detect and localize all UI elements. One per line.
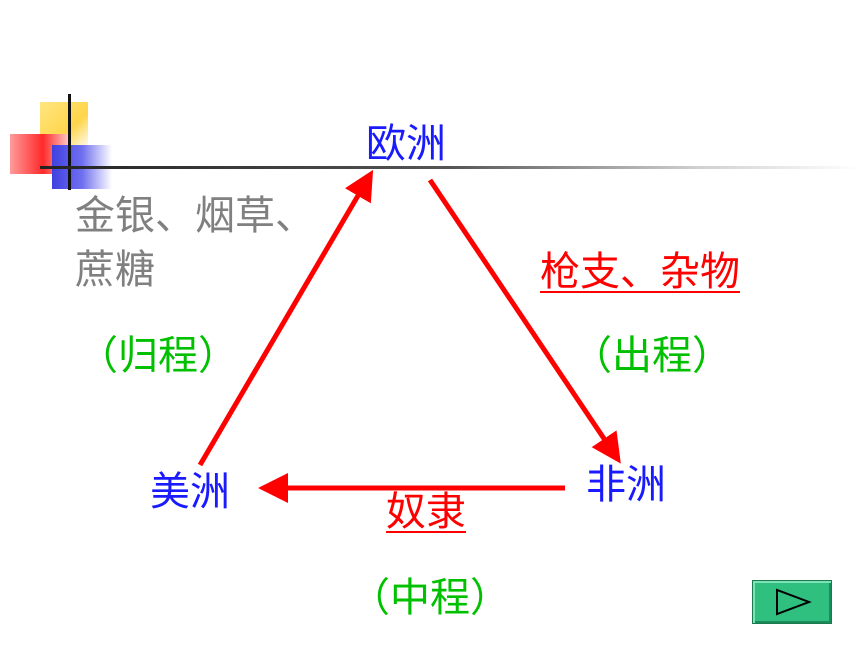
- arrow-europe-to-africa: [427, 178, 621, 464]
- decor-horizontal-line: [40, 166, 860, 169]
- route-outbound: （出程）: [572, 333, 732, 379]
- node-america: 美洲: [150, 469, 230, 515]
- decor-vertical-line: [68, 94, 71, 190]
- cargo-outbound: 枪支、杂物: [540, 249, 740, 295]
- route-middle: （中程）: [350, 575, 510, 621]
- cargo-return-line2: 蔗糖: [75, 247, 155, 293]
- node-europe: 欧洲: [366, 121, 446, 167]
- node-africa: 非洲: [586, 462, 666, 508]
- arrow-america-to-europe: [197, 169, 374, 467]
- cargo-return-line1: 金银、烟草、: [75, 193, 315, 239]
- cargo-middle: 奴隶: [386, 489, 466, 535]
- next-slide-button[interactable]: [752, 580, 832, 624]
- play-triangle-icon: [776, 588, 812, 616]
- route-return: （归程）: [78, 333, 238, 379]
